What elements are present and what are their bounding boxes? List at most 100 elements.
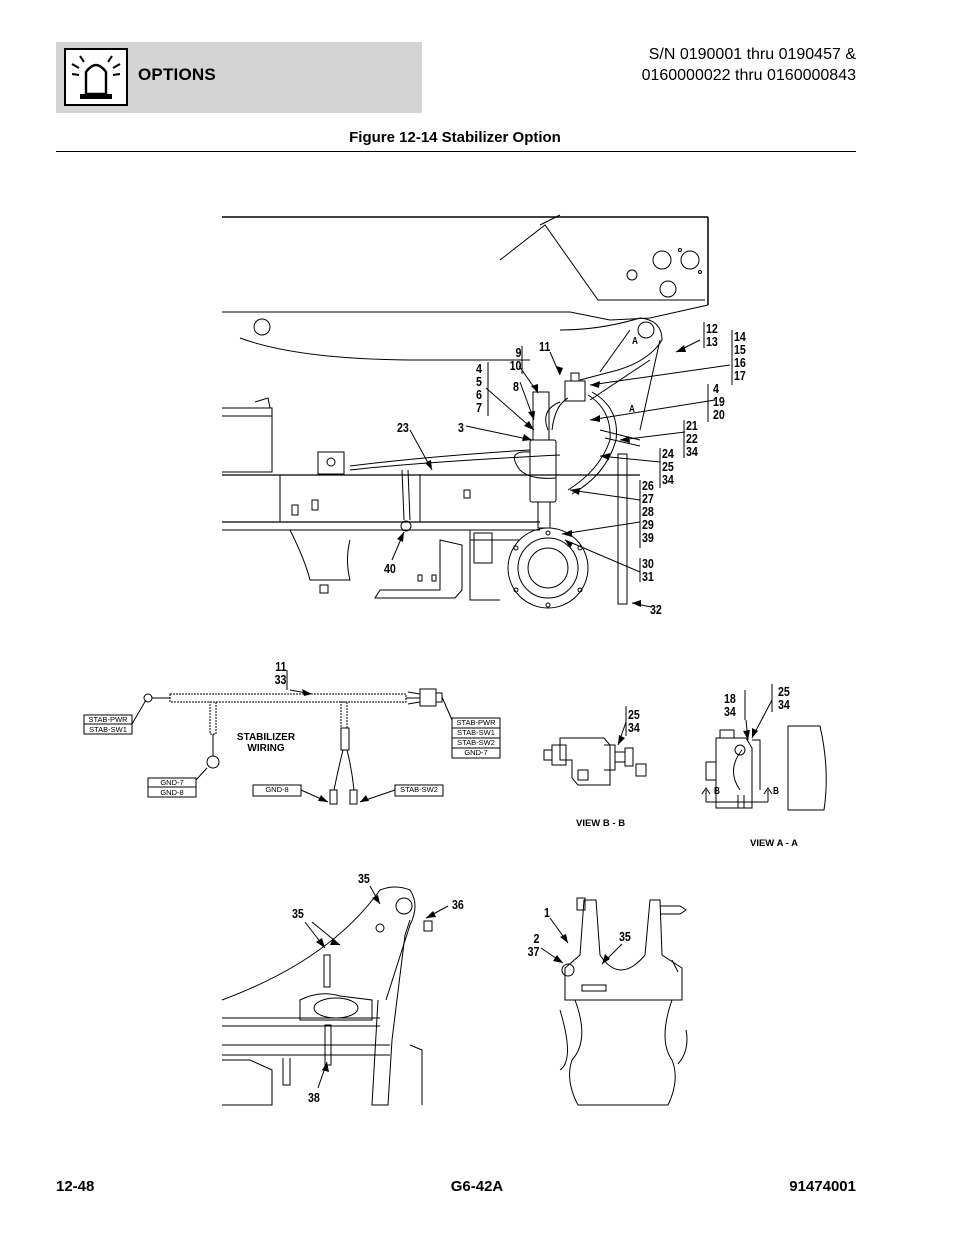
- section-header: OPTIONS: [56, 42, 422, 113]
- callout-number: 11: [275, 659, 287, 674]
- callout-main: 40: [384, 562, 396, 575]
- callout-number: 25: [662, 459, 674, 474]
- stabilizer-wiring-drawing: [83, 670, 501, 805]
- callout-number: 18: [724, 691, 736, 706]
- header-rule: [56, 151, 856, 152]
- callout-main: 8: [513, 380, 519, 393]
- connector-label: GND-7: [160, 778, 184, 787]
- serial-range: S/N 0190001 thru 0190457 & 0160000022 th…: [642, 44, 856, 86]
- callout-number: 35: [619, 929, 631, 944]
- serial-line-2: 0160000022 thru 0160000843: [641, 67, 856, 84]
- callout-view-a: B: [773, 785, 779, 798]
- callout-main: 11: [539, 340, 550, 353]
- callout-bottom-left: 35: [292, 907, 304, 920]
- callout-number: 1: [544, 905, 550, 920]
- callout-number: 4: [713, 381, 719, 396]
- callout-number: 36: [452, 897, 464, 912]
- callout-number: 8: [513, 379, 519, 394]
- serial-line-1: S/N 0190001 thru 0190457 &: [648, 46, 856, 63]
- model-number: G6-42A: [450, 1178, 504, 1195]
- view-a-caption: VIEW A - A: [750, 838, 799, 849]
- ground-ring-labels: GND-7 GND-8: [148, 778, 196, 797]
- section-title: OPTIONS: [138, 65, 216, 84]
- callout-number: 26: [642, 478, 654, 493]
- callout-number: A: [632, 336, 638, 347]
- callout-number: 21: [686, 418, 698, 433]
- callout-number: 34: [778, 697, 790, 712]
- connector-label: GND-7: [464, 748, 488, 757]
- callout-main: 23: [397, 421, 409, 434]
- callout-number: 33: [274, 672, 287, 687]
- figure-caption: Figure 12-14 Stabilizer Option: [349, 129, 561, 146]
- left-connector-labels: STAB-PWR STAB-SW1: [84, 715, 132, 734]
- callout-number: 4: [476, 361, 482, 376]
- callout-number: 37: [527, 944, 540, 959]
- connector-label: GND-8: [160, 787, 184, 797]
- stabilizer-bracket-front-drawing: [540, 897, 688, 1106]
- connector-label: STAB-PWR: [88, 715, 128, 724]
- connector-label: STAB-PWR: [456, 718, 496, 727]
- callout-number: 40: [384, 561, 396, 576]
- callout-view-a: B: [714, 785, 720, 798]
- callout-number: 25: [628, 707, 640, 722]
- callout-number: 34: [662, 472, 674, 487]
- light-beacon-icon: [64, 48, 128, 106]
- callout-number: 38: [308, 1090, 320, 1105]
- page-number: 12-48: [56, 1178, 95, 1195]
- callout-number: 5: [476, 374, 482, 389]
- callout-number: 9: [515, 345, 522, 360]
- view-b-caption: VIEW B - B: [576, 818, 626, 829]
- connector-label: STAB-SW1: [457, 728, 495, 737]
- callout-bottom-right: 1: [544, 906, 550, 919]
- callout-number: 10: [509, 358, 522, 373]
- document-number: 91474001: [789, 1178, 856, 1195]
- callout-number: 35: [292, 906, 304, 921]
- callout-number: 31: [642, 569, 654, 584]
- callout-number: 7: [476, 400, 482, 415]
- callout-main: A: [632, 335, 638, 348]
- callout-number: 34: [628, 720, 640, 735]
- callout-number: 32: [650, 602, 662, 617]
- callout-main: A: [629, 403, 635, 416]
- callout-number: 29: [642, 517, 654, 532]
- callout-number: 16: [734, 355, 746, 370]
- callout-number: 12: [706, 321, 718, 336]
- wiring-title: STABILIZER WIRING: [226, 732, 306, 754]
- lead-sw2-label: STAB-SW2: [400, 785, 438, 794]
- main-assembly-drawing: [222, 214, 733, 609]
- callout-bottom-left: 35: [358, 872, 370, 885]
- view-a-a-drawing: [701, 684, 827, 811]
- callout-number: 14: [734, 329, 746, 344]
- callout-number: 3: [458, 420, 464, 435]
- callout-number: 13: [706, 334, 718, 349]
- stabilizer-bracket-side-drawing: [221, 885, 449, 1106]
- callout-number: 39: [642, 530, 654, 545]
- callout-number: 2: [533, 931, 540, 946]
- callout-number: 35: [358, 871, 370, 886]
- wiring-title-line-2: WIRING: [247, 743, 285, 754]
- callout-number: 30: [642, 556, 654, 571]
- callout-number: 24: [662, 446, 674, 461]
- callout-bottom-left: 38: [308, 1091, 320, 1104]
- callout-number: 28: [642, 504, 654, 519]
- callout-number: 20: [713, 407, 725, 422]
- callout-number: 17: [734, 368, 746, 383]
- callout-main: 3: [458, 421, 464, 434]
- callout-number: B: [714, 786, 720, 797]
- view-b-b-drawing: [543, 706, 647, 786]
- callout-number: 27: [642, 491, 654, 506]
- callout-number: 25: [778, 684, 790, 699]
- connector-label: STAB-SW1: [89, 724, 127, 734]
